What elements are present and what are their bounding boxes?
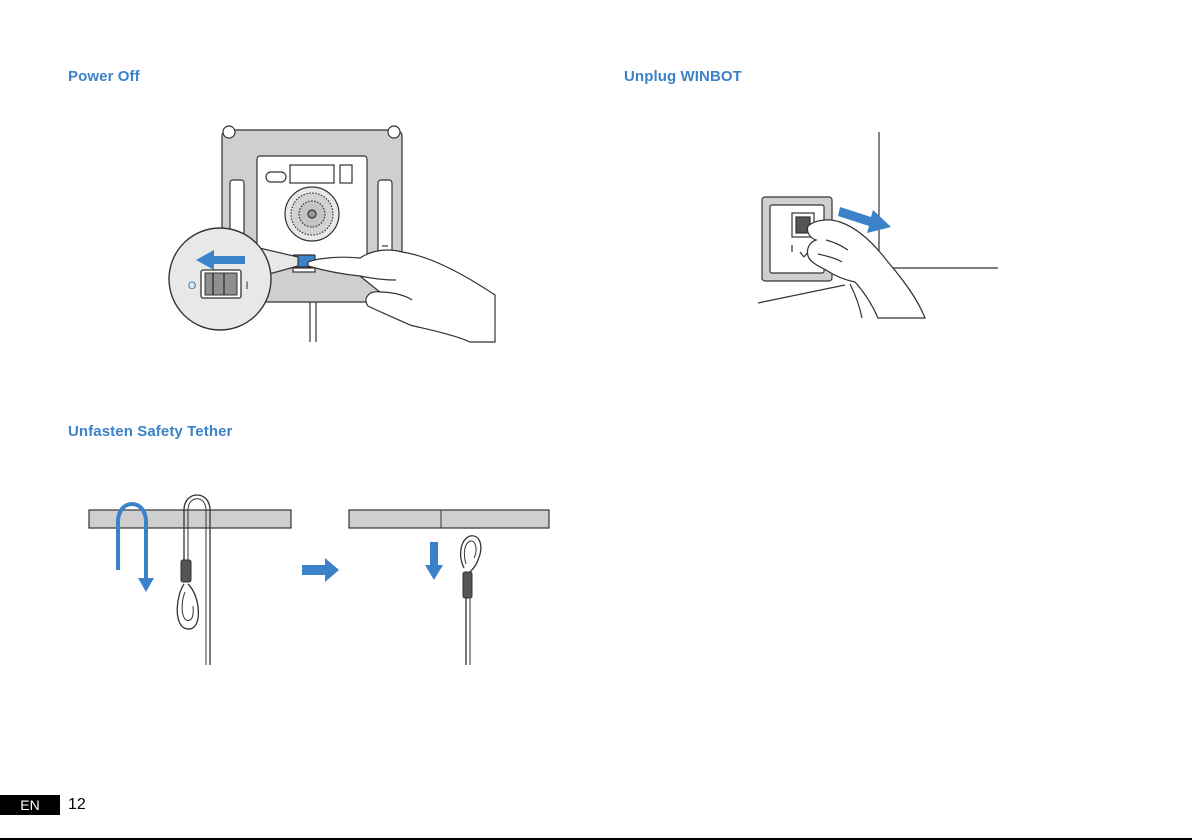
tether-hook-left (89, 495, 291, 665)
next-step-arrow-icon (302, 558, 339, 582)
switch-off-mark: O (188, 280, 197, 292)
tether-hook-right (349, 510, 549, 665)
language-badge: EN (0, 795, 60, 815)
page-number: 12 (68, 796, 86, 814)
switch-on-mark: I (245, 280, 248, 292)
down-arrow-icon (430, 542, 438, 566)
hand-unplugging (807, 220, 925, 318)
